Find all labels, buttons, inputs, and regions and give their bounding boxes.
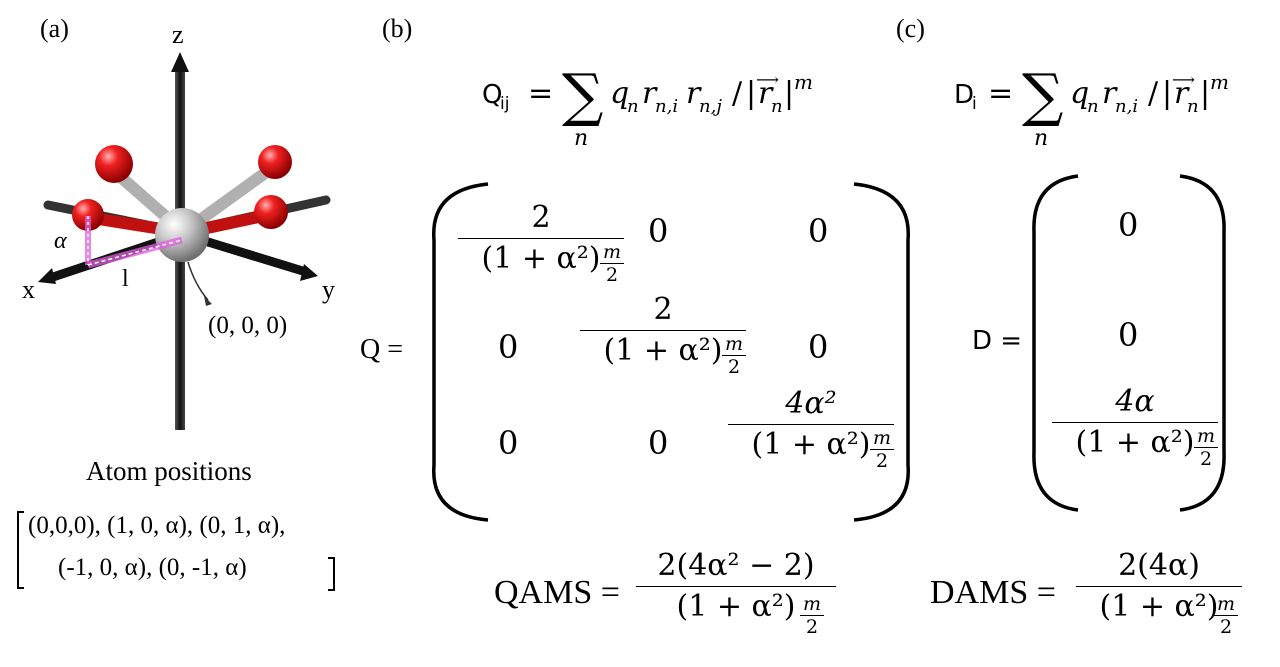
q-matrix-r3c2: 0 bbox=[648, 424, 669, 462]
d-vector-r1: 0 bbox=[1118, 206, 1139, 244]
dams-lhs: DAMS = bbox=[930, 574, 1056, 611]
d-vector-lhs: D = bbox=[972, 326, 1023, 356]
q-matrix-r2c1: 0 bbox=[498, 328, 519, 366]
vector-arrow: ⟶ bbox=[1172, 72, 1195, 89]
positions-brackets bbox=[17, 511, 335, 591]
atom-positions-line2: (-1, 0, α), (0, -1, α) bbox=[58, 554, 247, 581]
oxygen-atom-upper-right bbox=[258, 145, 292, 179]
d-vector-r2: 0 bbox=[1118, 316, 1139, 354]
q-matrix-parentheses bbox=[432, 182, 910, 522]
origin-label: (0, 0, 0) bbox=[208, 312, 288, 339]
d-vector-parentheses bbox=[1032, 174, 1226, 512]
length-label: l bbox=[122, 266, 129, 292]
q-matrix-r2c2: 2 (1 + α²) bbox=[580, 292, 746, 369]
dams-fraction: 2(4α) (1 + α²) bbox=[1076, 548, 1242, 625]
q-matrix-r1c3: 0 bbox=[808, 212, 829, 250]
oxygen-atom-lower-left bbox=[72, 199, 104, 231]
alpha-label: α bbox=[54, 228, 67, 254]
vector-arrow: ⟶ bbox=[756, 72, 779, 89]
z-axis-arrow bbox=[171, 52, 189, 72]
sum-symbol: ∑ bbox=[1022, 61, 1064, 129]
molecule-3d-diagram bbox=[38, 52, 331, 430]
q-matrix-r3c3: 4α² (1 + α²) bbox=[728, 386, 894, 463]
y-axis-arrow bbox=[300, 264, 318, 281]
panel-b-label: (b) bbox=[382, 14, 413, 43]
y-axis-label: y bbox=[322, 275, 335, 304]
origin-pointer-arrowhead bbox=[204, 296, 212, 306]
z-axis-label: z bbox=[172, 20, 184, 49]
x-axis-label: x bbox=[22, 275, 35, 304]
q-matrix-lhs: Q = bbox=[360, 334, 404, 365]
atom-positions-caption: Atom positions bbox=[86, 456, 252, 486]
panel-a-label: (a) bbox=[40, 14, 69, 43]
panel-c-label: (c) bbox=[896, 14, 925, 43]
bond-upper-left bbox=[111, 167, 176, 227]
qams-lhs: QAMS = bbox=[494, 574, 620, 611]
bond-lower-left bbox=[91, 212, 169, 236]
length-dash bbox=[87, 239, 183, 266]
q-matrix-r1c2: 0 bbox=[648, 212, 669, 250]
origin-pointer bbox=[187, 261, 209, 301]
oxygen-atom-lower-right bbox=[254, 195, 288, 229]
q-matrix-r1c1: 2 (1 + α²) bbox=[458, 200, 624, 277]
bond-upper-right bbox=[196, 163, 276, 225]
atom-positions-line1: (0,0,0), (1, 0, α), (0, 1, α), bbox=[28, 512, 286, 539]
x-axis-arrow bbox=[38, 268, 56, 284]
q-matrix-r3c1: 0 bbox=[498, 424, 519, 462]
q-matrix-r2c3: 0 bbox=[808, 328, 829, 366]
d-vector-r3: 4α (1 + α²) bbox=[1052, 384, 1218, 461]
qams-fraction: 2(4α² − 2) (1 + α²) bbox=[636, 548, 836, 625]
metal-atom-center bbox=[155, 208, 209, 262]
sum-symbol: ∑ bbox=[562, 61, 604, 129]
oxygen-atom-upper-left bbox=[95, 145, 133, 183]
